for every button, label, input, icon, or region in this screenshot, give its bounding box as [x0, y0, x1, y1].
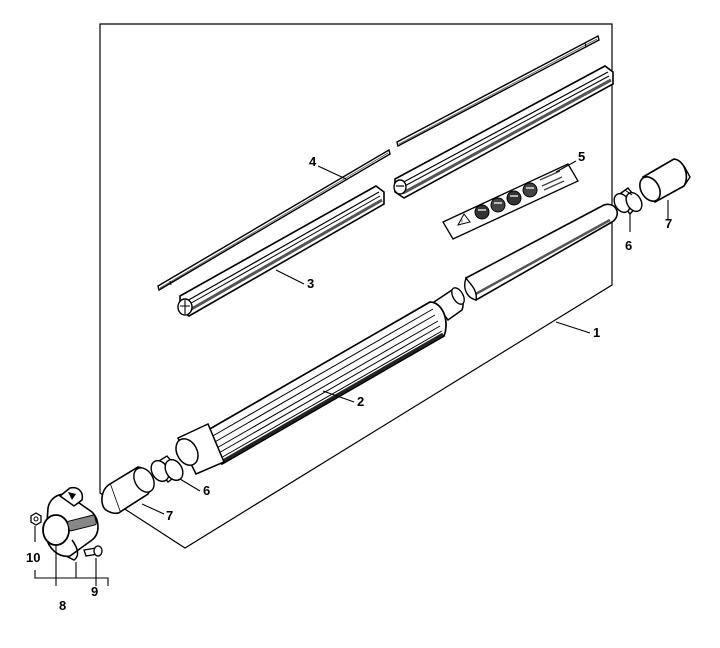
hearing-protection-icon	[506, 190, 522, 206]
part-10-nut	[30, 512, 42, 526]
part-3-profile-rail-lower	[177, 185, 385, 317]
callout-10: 10	[26, 550, 41, 565]
part-6-bushing-lower	[150, 455, 184, 483]
part-8-handle-clamp	[42, 486, 99, 561]
assembly-outline	[99, 23, 613, 549]
leader-lines	[34, 160, 669, 586]
part-3-profile-rail-upper	[393, 65, 614, 199]
part-4-rod	[157, 34, 600, 292]
gloves-icon	[522, 182, 538, 198]
part-5-warning-decal: !	[442, 163, 579, 240]
part-1-drive-tube-rear	[432, 287, 465, 322]
part-7-cap-lower	[101, 466, 155, 515]
part-9-screw	[83, 545, 103, 557]
part-6-bushing-upper	[613, 187, 643, 216]
eye-protection-icon	[490, 197, 506, 213]
part-2-grip-hose	[175, 301, 447, 475]
callout-7-lower: 7	[166, 508, 174, 523]
part-1-drive-tube-front	[464, 203, 619, 302]
callout-4: 4	[309, 154, 317, 169]
callout-7-upper: 7	[665, 216, 673, 231]
svg-text:!: !	[461, 220, 463, 226]
callout-5: 5	[578, 149, 586, 164]
callout-6-upper: 6	[625, 238, 633, 253]
callout-2: 2	[357, 394, 365, 409]
callout-6-lower: 6	[203, 483, 211, 498]
callout-1: 1	[593, 325, 601, 340]
callout-3: 3	[307, 276, 315, 291]
warning-triangle-icon	[457, 213, 471, 226]
part-7-cap-upper	[639, 158, 691, 204]
read-manual-icon	[474, 204, 490, 220]
callout-8: 8	[59, 598, 67, 613]
callout-9: 9	[91, 584, 99, 599]
